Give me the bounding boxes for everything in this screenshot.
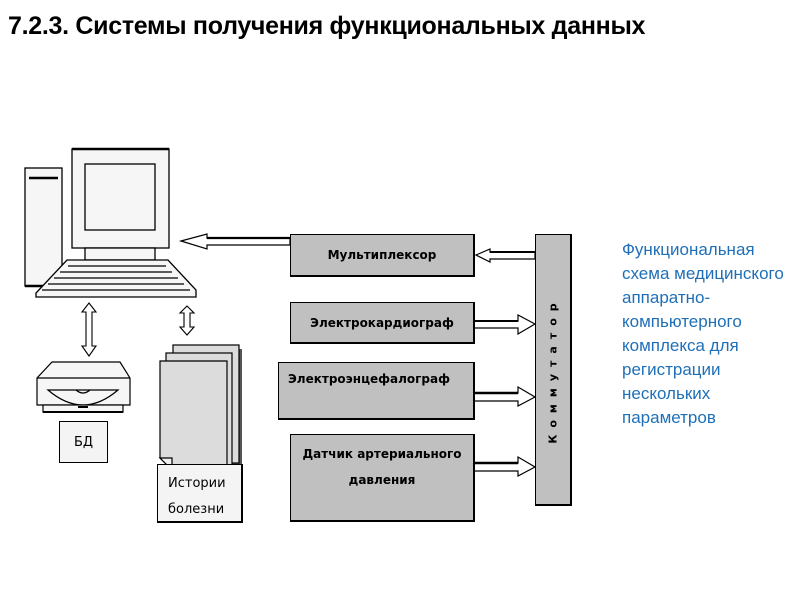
- block-eeg: Электроэнцефалограф: [278, 362, 475, 420]
- block-switch: Коммутатор: [535, 234, 572, 506]
- arrow-eeg-to-switch: [473, 385, 537, 407]
- block-multiplexer-label: Мультиплексор: [327, 248, 437, 262]
- block-ecg-label: Электрокардиограф: [310, 315, 454, 330]
- block-bp-sensor-label-line2: давления: [348, 473, 416, 487]
- block-eeg-label: Электроэнцефалограф: [288, 372, 451, 386]
- records-label-line1: Истории: [168, 476, 226, 491]
- arrow-switch-to-multiplexer: [474, 248, 536, 263]
- slide-title: 7.2.3. Системы получения функциональных …: [8, 12, 646, 40]
- document-stack-icon: [158, 344, 242, 472]
- block-bp-sensor-label-line1: Датчик артериального: [302, 447, 462, 461]
- records-label-line2: болезни: [168, 502, 225, 517]
- arrow-computer-records: [178, 305, 196, 336]
- arrow-bp-to-switch: [473, 455, 537, 477]
- database-label-box: БД: [59, 421, 108, 463]
- arrow-computer-disk: [80, 302, 98, 357]
- disk-drive-icon: [36, 361, 131, 413]
- arrow-multiplexer-to-computer: [178, 233, 291, 250]
- arrow-ecg-to-switch: [473, 314, 537, 336]
- system-unit: [24, 167, 63, 287]
- block-ecg: Электрокардиограф: [290, 302, 475, 344]
- computer-icon: [24, 147, 197, 298]
- monitor-screen: [84, 163, 156, 231]
- database-label: БД: [73, 434, 94, 450]
- diagram-caption: Функциональная схема медицинского аппара…: [622, 240, 784, 427]
- block-switch-label: Коммутатор: [546, 295, 560, 444]
- records-label-box: Истории болезни: [157, 464, 243, 523]
- block-multiplexer: Мультиплексор: [290, 234, 475, 277]
- block-bp-sensor: Датчик артериального давления: [290, 434, 475, 522]
